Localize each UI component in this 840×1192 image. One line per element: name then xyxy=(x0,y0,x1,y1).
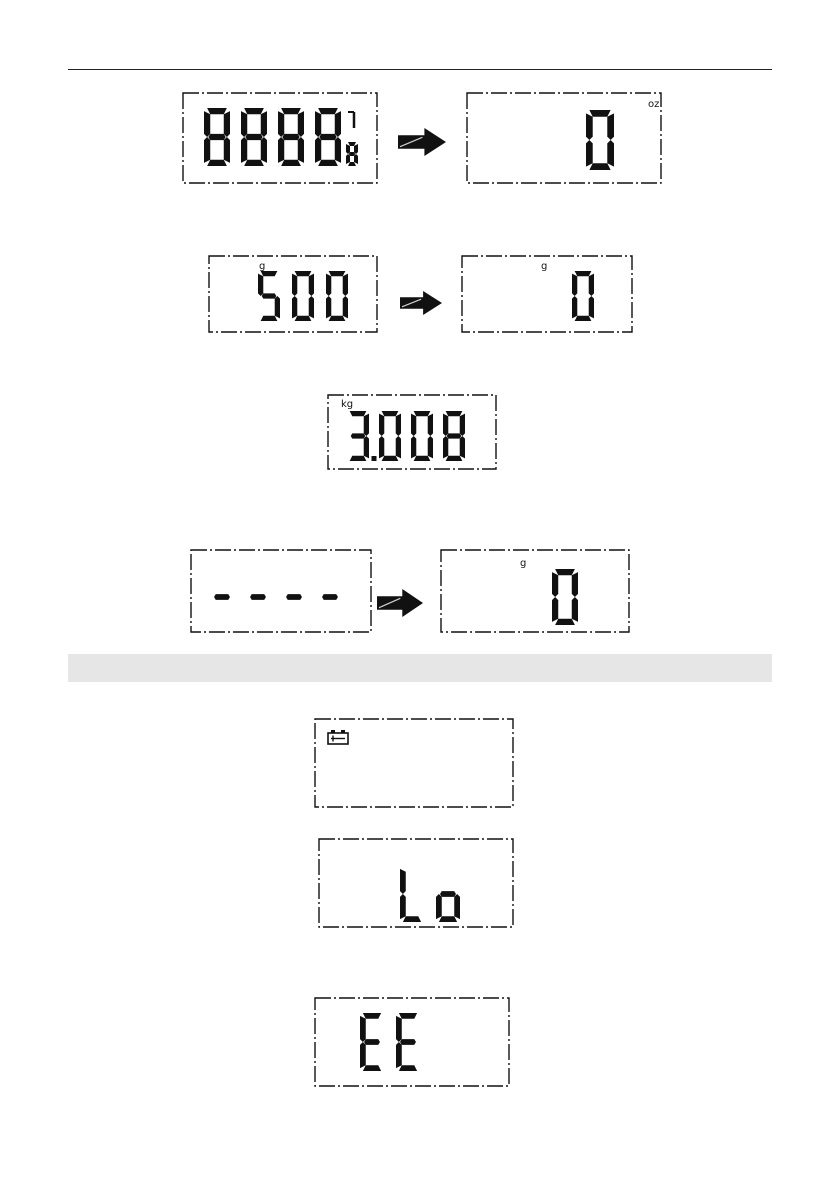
lcd-digit xyxy=(286,594,302,600)
lcd-display-500g: g xyxy=(208,255,378,333)
lcd-display-battery xyxy=(314,718,514,808)
unit-label: g xyxy=(520,558,526,569)
lcd-frame xyxy=(191,550,371,632)
lcd-digit xyxy=(586,110,614,170)
lcd-digit xyxy=(241,108,267,166)
unit-label: g xyxy=(259,261,265,272)
lcd-frame xyxy=(467,93,661,183)
lcd-digit xyxy=(322,594,338,600)
header-rule xyxy=(68,69,772,70)
right-arrow-icon xyxy=(398,128,446,161)
lcd-digit xyxy=(396,1013,417,1071)
lcd-digit xyxy=(258,271,280,321)
lcd-digit xyxy=(326,271,348,321)
lcd-digit xyxy=(379,411,401,461)
lcd-digit xyxy=(250,594,266,600)
lcd-digit xyxy=(350,411,369,461)
lcd-display-g-zero-2: g xyxy=(440,549,630,633)
lcd-digit xyxy=(315,108,341,166)
right-arrow-icon xyxy=(400,291,442,315)
lcd-display-error xyxy=(314,997,510,1087)
right-arrow-icon xyxy=(377,589,423,622)
lcd-digit xyxy=(360,1013,381,1071)
lcd-digit xyxy=(443,411,465,461)
lcd-digit xyxy=(411,411,433,461)
segment-indicator-icon xyxy=(348,112,354,128)
lcd-digit xyxy=(204,108,230,166)
lcd-digit xyxy=(292,271,314,321)
lcd-frame xyxy=(441,550,629,632)
lcd-display-g-zero: g xyxy=(461,255,633,333)
lcd-frame xyxy=(319,839,513,927)
battery-icon xyxy=(328,730,348,744)
unit-label: g xyxy=(541,261,547,272)
section-band xyxy=(68,654,772,682)
unit-label: oz xyxy=(648,99,659,110)
unit-label: kg xyxy=(341,399,353,410)
right-arrow-icon xyxy=(398,128,446,156)
lcd-display-oz-zero: oz xyxy=(466,92,662,184)
lcd-display-low xyxy=(318,838,514,928)
lcd-display-all-segments xyxy=(182,92,378,184)
lcd-digit xyxy=(400,869,421,922)
lcd-digit xyxy=(214,594,230,600)
lcd-digit xyxy=(436,891,460,922)
lcd-digit xyxy=(552,569,578,625)
lcd-digit xyxy=(572,271,594,321)
right-arrow-icon xyxy=(377,589,423,617)
lcd-display-dashes xyxy=(190,549,372,633)
lcd-display-kg: kg xyxy=(327,394,497,470)
right-arrow-icon xyxy=(400,291,442,320)
decimal-point xyxy=(372,456,377,461)
lcd-digit xyxy=(346,142,358,166)
lcd-digit xyxy=(278,108,304,166)
